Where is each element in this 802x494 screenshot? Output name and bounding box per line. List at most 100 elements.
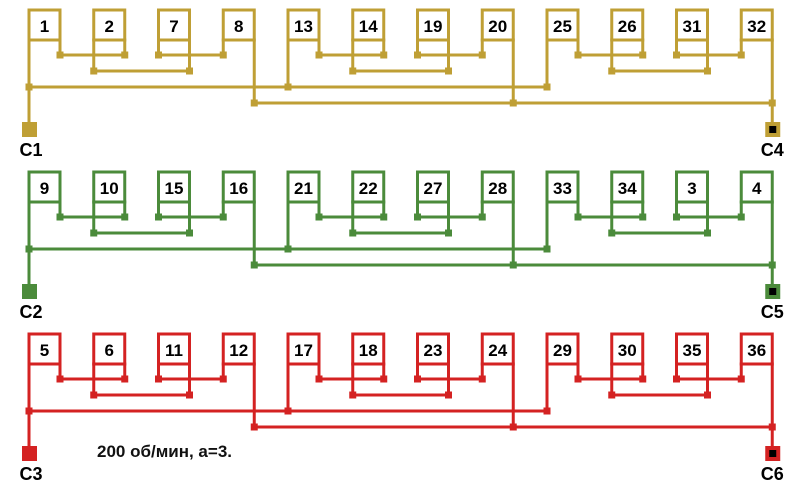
coil-box	[739, 170, 774, 204]
coil-box	[157, 332, 191, 366]
coil-label: 29	[553, 341, 572, 360]
coil-box	[351, 332, 386, 366]
coil-box	[27, 170, 62, 204]
start-terminal	[22, 284, 37, 299]
junction-dot	[673, 51, 680, 59]
coil-box	[416, 170, 450, 204]
junction-dot	[704, 391, 711, 399]
coil-box	[480, 170, 515, 204]
junction-dot	[186, 229, 193, 237]
coil-label: 18	[359, 341, 378, 360]
coil-label: 24	[488, 341, 507, 360]
coil-box	[416, 332, 450, 366]
coil-label: 4	[752, 179, 762, 198]
start-terminal-label: C3	[19, 464, 42, 484]
start-terminal-label: C2	[19, 302, 42, 322]
coil-box	[480, 8, 515, 42]
coil-box	[157, 8, 191, 42]
junction-dot	[349, 391, 357, 399]
junction-dot	[704, 229, 711, 237]
junction-dot	[349, 229, 357, 237]
coil-label: 3	[687, 179, 696, 198]
coil-box	[416, 8, 450, 42]
junction-dot	[56, 375, 64, 383]
junction-dot	[737, 213, 745, 221]
coil-box	[545, 332, 580, 366]
coil-box	[675, 8, 709, 42]
coil-box	[480, 332, 515, 366]
junction-dot	[608, 67, 616, 75]
junction-dot	[574, 51, 582, 59]
junction-dot	[574, 375, 582, 383]
junction-dot	[445, 391, 452, 399]
coil-label: 30	[618, 341, 637, 360]
coil-box	[92, 170, 127, 204]
coil-box	[286, 8, 321, 42]
coil-box	[286, 332, 321, 366]
coil-box	[610, 8, 645, 42]
coil-label: 36	[747, 341, 766, 360]
junction-dot	[639, 51, 647, 59]
coil-box	[610, 170, 645, 204]
junction-dot	[445, 229, 452, 237]
end-terminal-label: C4	[761, 140, 784, 160]
junction-dot	[155, 213, 162, 221]
end-terminal-center	[769, 450, 777, 457]
coil-label: 33	[553, 179, 572, 198]
junction-dot	[380, 375, 388, 383]
coil-label: 10	[100, 179, 119, 198]
coil-box	[351, 8, 386, 42]
coil-label: 11	[165, 341, 183, 360]
start-terminal	[22, 446, 37, 461]
coil-box	[27, 8, 62, 42]
coil-box	[92, 8, 127, 42]
junction-dot	[155, 51, 162, 59]
coil-label: 13	[294, 17, 313, 36]
coil-box	[351, 170, 386, 204]
coil-label: 5	[40, 341, 49, 360]
coil-label: 21	[294, 179, 313, 198]
junction-dot	[673, 375, 680, 383]
coil-label: 28	[488, 179, 507, 198]
junction-dot	[121, 51, 129, 59]
junction-dot	[155, 375, 162, 383]
end-terminal-label: C6	[761, 464, 784, 484]
junction-dot	[349, 67, 357, 75]
junction-dot	[56, 51, 64, 59]
junction-dot	[737, 375, 745, 383]
coil-label: 26	[618, 17, 637, 36]
junction-dot	[186, 391, 193, 399]
end-terminal-center	[769, 126, 777, 133]
coil-label: 6	[105, 341, 114, 360]
junction-dot	[121, 375, 129, 383]
coil-label: 32	[747, 17, 766, 36]
junction-dot	[737, 51, 745, 59]
junction-dot	[90, 391, 98, 399]
coil-box	[157, 170, 191, 204]
coil-label: 22	[359, 179, 378, 198]
coil-label: 7	[169, 17, 178, 36]
junction-dot	[56, 213, 64, 221]
coil-label: 27	[424, 179, 443, 198]
coil-box	[545, 8, 580, 42]
coil-label: 20	[488, 17, 507, 36]
junction-dot	[414, 213, 421, 221]
coil-label: 1	[40, 17, 49, 36]
coil-box	[27, 332, 62, 366]
junction-dot	[639, 213, 647, 221]
coil-label: 8	[234, 17, 243, 36]
junction-dot	[315, 213, 323, 221]
coil-label: 31	[683, 17, 702, 36]
coil-box	[739, 332, 774, 366]
coil-box	[221, 170, 256, 204]
junction-dot	[219, 375, 227, 383]
junction-dot	[608, 229, 616, 237]
coil-box	[92, 332, 127, 366]
coil-label: 2	[105, 17, 114, 36]
coil-label: 9	[40, 179, 49, 198]
coil-label: 23	[424, 341, 443, 360]
coil-box	[221, 8, 256, 42]
